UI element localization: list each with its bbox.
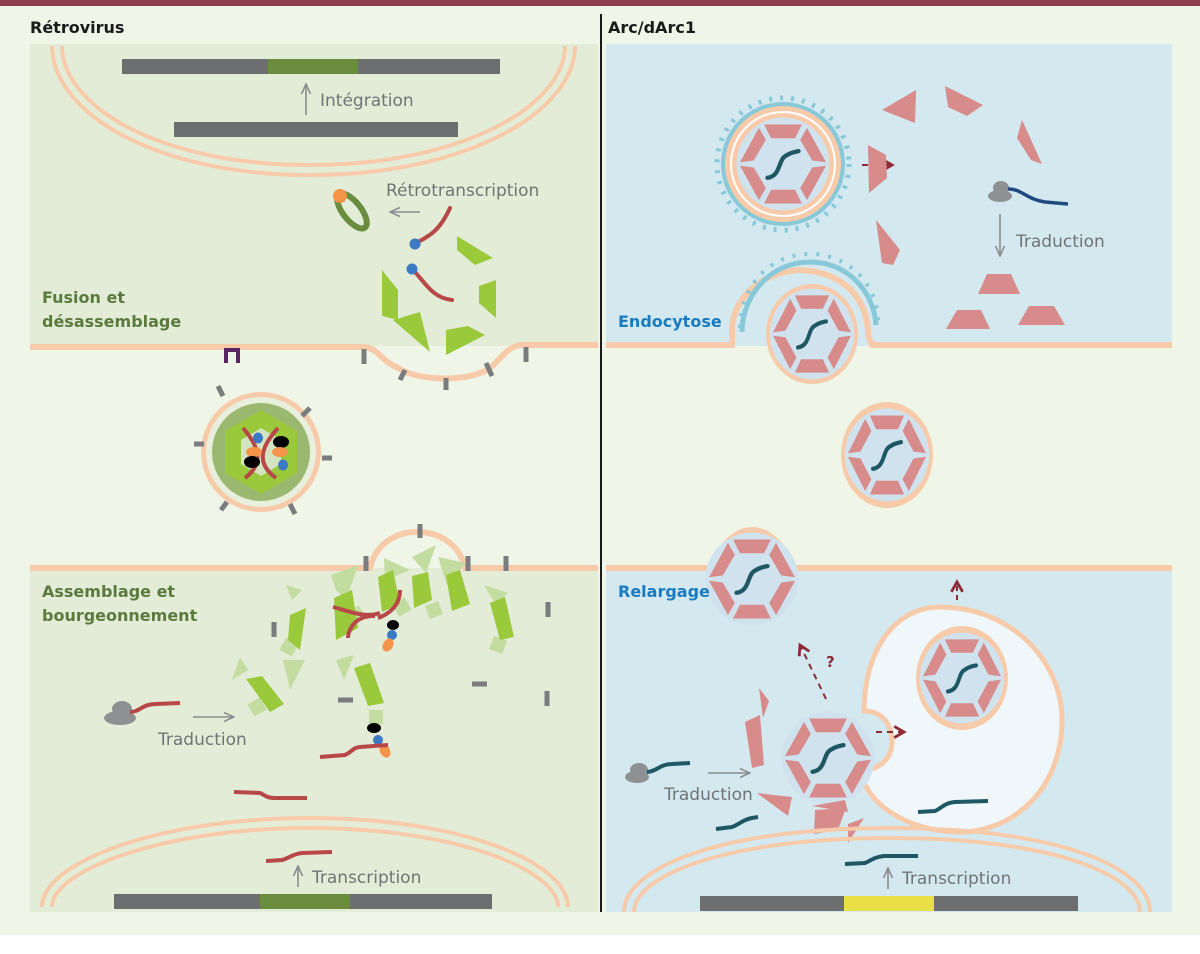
translation-label-bottom: Traduction <box>663 785 753 805</box>
arc-mrna-translating <box>646 761 691 774</box>
ribosome-right-top <box>988 181 1012 202</box>
nuclear-envelope-inner <box>60 45 567 168</box>
nuclear-envelope-arc-inner <box>632 835 1142 913</box>
top-rule <box>0 0 1200 6</box>
mature-virion <box>194 384 332 516</box>
reverse-transcriptase <box>406 263 418 275</box>
transcription-label-right: Transcription <box>901 869 1011 889</box>
upper-neuron-cytoplasm <box>606 44 1172 346</box>
step-label-fusion: Fusion et désassemblage <box>42 288 181 331</box>
arc-mrna-top <box>1007 187 1069 206</box>
reverse-transcription-label: Rétrotranscription <box>386 181 539 201</box>
panel-title-retrovirus: Rétrovirus <box>30 18 124 37</box>
integrase-protein <box>333 189 347 203</box>
step-label-assembly: Assemblage et bourgeonnement <box>42 582 198 625</box>
translation-label-left: Traduction <box>157 730 247 750</box>
envelope-glycoproteins <box>361 347 529 390</box>
direct-release-arrow <box>800 645 827 700</box>
clathrin-coat <box>739 259 879 333</box>
arc-panel: Arc/dArc1 Traduction <box>606 18 1172 913</box>
lower-neuron-cytoplasm <box>606 568 1172 912</box>
viral-rna-free <box>319 743 389 759</box>
ribosome-left <box>104 701 136 725</box>
transcription-label-left: Transcription <box>311 868 421 888</box>
upper-cell-cytoplasm <box>30 44 598 346</box>
cell-receptor <box>224 348 240 363</box>
nuclear-envelope-arc-outer <box>622 825 1152 913</box>
reverse-transcriptase <box>409 238 421 250</box>
viral-rna-free <box>233 790 307 800</box>
extracellular-arc-capsid <box>841 402 933 508</box>
arc-mrna-free <box>715 815 759 831</box>
proviral-dna-insert <box>268 59 358 74</box>
step-label-release: Relargage <box>618 582 710 601</box>
plasma-membrane-arc-upper <box>606 266 1172 348</box>
viral-dna <box>174 122 458 137</box>
arc-mrna-free <box>917 799 989 814</box>
nuclear-envelope-outer-lower <box>40 815 570 908</box>
step-label-endocytosis: Endocytose <box>618 312 722 331</box>
viral-rna <box>411 268 454 302</box>
endosome-with-capsid <box>714 95 852 233</box>
capsid-fragments <box>382 236 496 355</box>
arc-monomers <box>946 274 1065 329</box>
assembling-arc-capsid <box>782 712 875 805</box>
budding-arc-capsid <box>706 533 799 626</box>
integration-label: Intégration <box>320 91 414 111</box>
nascent-arc-mrna <box>844 854 918 866</box>
nascent-viral-rna <box>265 850 333 863</box>
arc-capsid-fragments-lower <box>745 688 864 843</box>
uncertain-pathway-mark: ? <box>826 653 835 671</box>
nuclear-envelope-outer <box>50 45 577 178</box>
retrovirus-panel: Rétrovirus Intégration Rétrotranscriptio… <box>30 18 598 912</box>
ribosome-right-bottom <box>625 763 649 783</box>
plasma-membrane-lower <box>30 528 598 571</box>
arc-gene-segment <box>844 896 934 911</box>
arc-capsid-fragments <box>868 86 1042 265</box>
panel-title-arc: Arc/dArc1 <box>608 18 696 37</box>
provirus-segment <box>260 894 350 909</box>
arc-capsid-in-vesicle <box>916 626 1008 730</box>
budding-glycoproteins <box>271 524 551 706</box>
capsid-being-endocytosed <box>766 284 858 384</box>
nuclear-envelope-inner-lower <box>50 825 560 908</box>
viral-mrna-translating <box>129 701 181 714</box>
gag-assembling <box>232 545 514 758</box>
translation-label-top: Traduction <box>1015 232 1105 252</box>
